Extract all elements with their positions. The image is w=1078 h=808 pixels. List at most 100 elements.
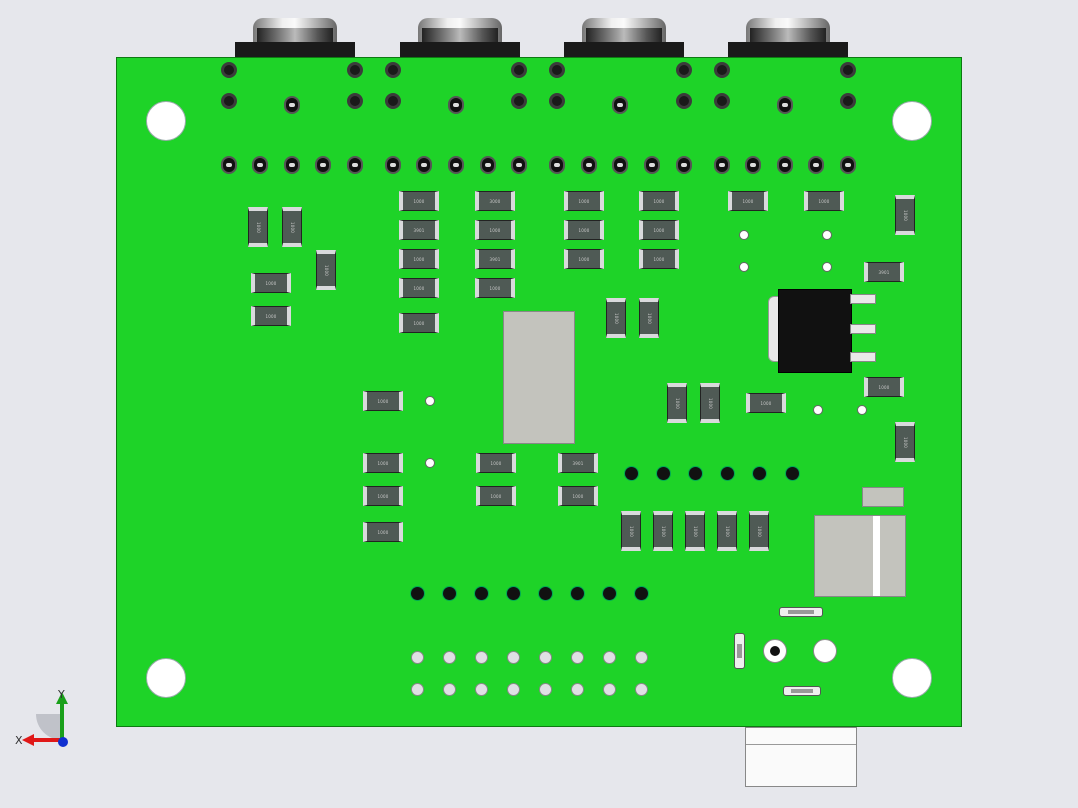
jack-pin-pad (840, 62, 856, 78)
smd-resistor: 1000 (363, 522, 403, 542)
voltage-regulator-ic (778, 289, 852, 373)
pin-header-pad (808, 156, 824, 174)
pin-header-pad (549, 156, 565, 174)
header-pad (411, 587, 424, 600)
x-axis-label: X (15, 734, 23, 747)
smd-resistor: 1000 (476, 453, 516, 473)
pin-header-pad (840, 156, 856, 174)
pin-header-pad (676, 156, 692, 174)
smd-resistor: 1000 (653, 511, 673, 551)
fuse-component (783, 686, 821, 696)
jack-pin-pad (347, 93, 363, 109)
through-hole-pad (443, 683, 456, 696)
smd-resistor: 1000 (864, 377, 904, 397)
smd-resistor: 1000 (564, 220, 604, 240)
header-pad (539, 587, 552, 600)
audio-jack-3 (564, 18, 684, 58)
x-axis-arrow (22, 734, 34, 746)
through-hole-pad (443, 651, 456, 664)
jack-pin-pad (385, 62, 401, 78)
through-hole-pad (507, 651, 520, 664)
smd-resistor: 1000 (639, 191, 679, 211)
header-pad (689, 467, 702, 480)
smd-resistor: 3901 (864, 262, 904, 282)
smd-resistor: 1000 (606, 298, 626, 338)
smd-resistor: 1000 (248, 207, 268, 247)
pin-header-pad (612, 156, 628, 174)
pin-header-pad (745, 156, 761, 174)
smd-resistor: 3901 (475, 249, 515, 269)
smd-resistor: 1000 (639, 220, 679, 240)
jack-pin-pad (385, 93, 401, 109)
mounting-hole-bottom-right (892, 658, 932, 698)
smd-resistor: 1000 (746, 393, 786, 413)
smd-resistor: 1000 (749, 511, 769, 551)
jack-pin-pad (676, 93, 692, 109)
smd-resistor: 3901 (558, 453, 598, 473)
ic-pin (850, 352, 876, 362)
pin-header-pad (644, 156, 660, 174)
audio-jack-4 (728, 18, 848, 58)
through-hole-pad (571, 683, 584, 696)
via-pad (739, 262, 749, 272)
header-pad (657, 467, 670, 480)
through-hole-pad (475, 683, 488, 696)
through-hole-pad (539, 651, 552, 664)
smd-resistor: 1000 (399, 313, 439, 333)
header-pad (571, 587, 584, 600)
smd-resistor: 1000 (667, 383, 687, 423)
smd-resistor: 1000 (475, 220, 515, 240)
pin-header-pad (777, 156, 793, 174)
pin-header-pad (581, 156, 597, 174)
power-jack-pad-round (813, 639, 837, 663)
jack-pin-pad (549, 93, 565, 109)
smd-resistor: 1000 (685, 511, 705, 551)
jack-sleeve-pad (777, 96, 793, 114)
via-pad (857, 405, 867, 415)
through-hole-pad (411, 651, 424, 664)
z-axis-dot (58, 737, 68, 747)
pin-header-pad (480, 156, 496, 174)
smd-resistor: 1000 (363, 486, 403, 506)
smd-resistor: 1000 (639, 298, 659, 338)
jack-sleeve-pad (612, 96, 628, 114)
smd-resistor: 1000 (399, 191, 439, 211)
smd-resistor: 1000 (558, 486, 598, 506)
jack-pin-pad (221, 93, 237, 109)
y-axis-label: Y (57, 688, 65, 701)
usb-footprint-block (814, 515, 906, 597)
header-pad (635, 587, 648, 600)
three-d-axis-triad-icon: Y X (15, 688, 68, 747)
audio-jack-1 (235, 18, 355, 58)
y-axis-arrow (56, 692, 68, 704)
header-pad (625, 467, 638, 480)
jack-pin-pad (676, 62, 692, 78)
header-pad (443, 587, 456, 600)
pin-header-pad (347, 156, 363, 174)
header-pad (753, 467, 766, 480)
through-hole-pad (507, 683, 520, 696)
smd-resistor: 1000 (621, 511, 641, 551)
via-pad (822, 262, 832, 272)
smd-resistor: 1000 (363, 391, 403, 411)
smd-resistor: 3000 (475, 191, 515, 211)
audio-jack-2 (400, 18, 520, 58)
jack-pin-pad (347, 62, 363, 78)
through-hole-pad (539, 683, 552, 696)
jack-pin-pad (511, 93, 527, 109)
jack-pin-pad (840, 93, 856, 109)
through-hole-pad (635, 651, 648, 664)
pin-header-pad (416, 156, 432, 174)
header-pad (475, 587, 488, 600)
usb-footprint-stripe (873, 516, 880, 596)
through-hole-pad (475, 651, 488, 664)
jack-pin-pad (511, 62, 527, 78)
via-pad (739, 230, 749, 240)
smd-resistor: 1000 (564, 191, 604, 211)
smd-resistor: 1000 (316, 250, 336, 290)
smd-resistor: 1000 (895, 422, 915, 462)
smd-resistor: 1000 (895, 195, 915, 235)
smd-resistor: 1000 (399, 278, 439, 298)
via-pad (425, 396, 435, 406)
